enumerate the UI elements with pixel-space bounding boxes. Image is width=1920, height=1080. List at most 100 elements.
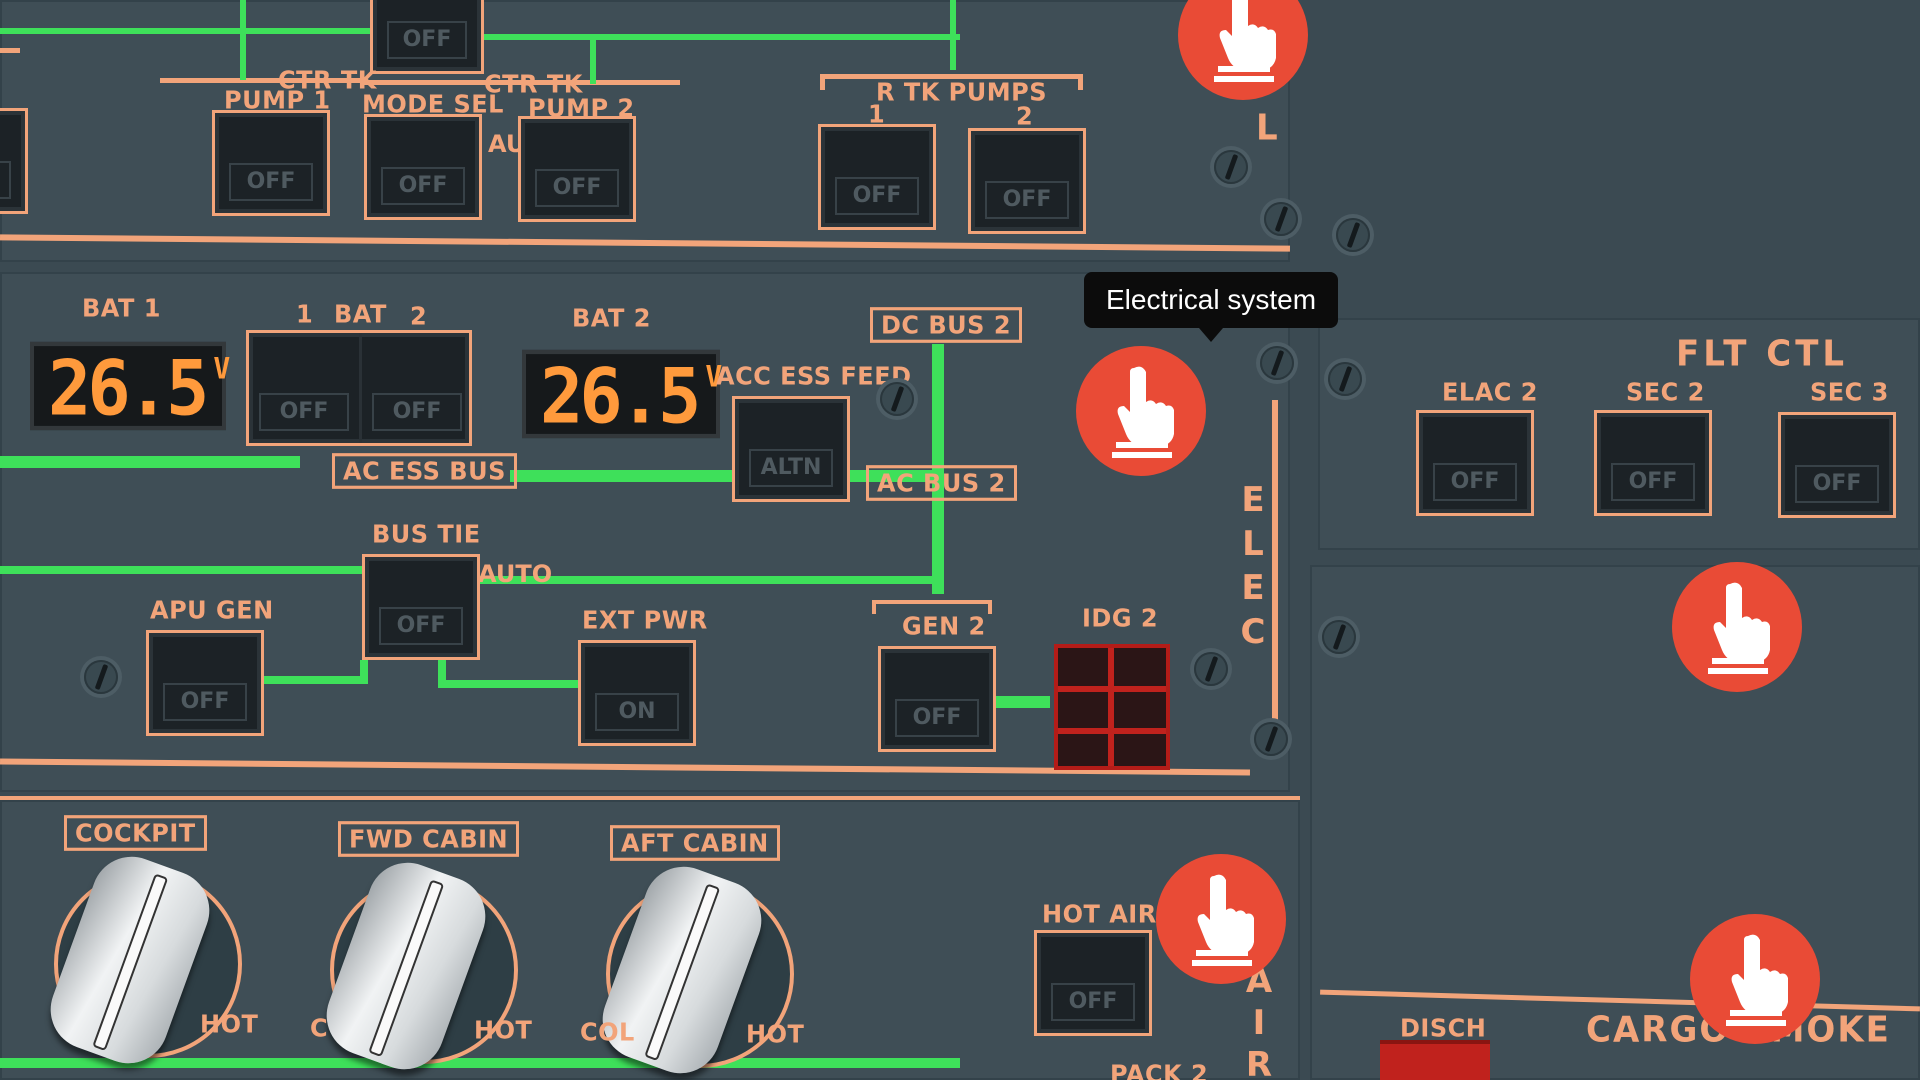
press-finger-icon (1112, 366, 1174, 458)
panel-screw (1264, 202, 1298, 236)
ext-pwr-button[interactable]: ON (578, 640, 696, 746)
press-finger-icon (1214, 0, 1276, 82)
guard-bar (1058, 686, 1166, 692)
bat-label: BAT (334, 299, 387, 329)
ext-pwr-label: EXT PWR (582, 605, 708, 635)
sec3-button[interactable]: OFF (1778, 412, 1896, 518)
press-finger-icon (1192, 874, 1254, 966)
ctr-tk-mode-sel-top-button[interactable]: OFF (370, 0, 484, 74)
off-legend: OFF (381, 167, 465, 205)
fuel-feed-line (0, 28, 380, 34)
hotspot-cargo-smoke[interactable] (1690, 914, 1820, 1044)
left-edge-pump-button[interactable]: OFF (0, 108, 28, 214)
bat2-voltage-unit: V (705, 359, 723, 394)
elec-side-border (1272, 400, 1278, 720)
bat1-button[interactable]: OFF (249, 333, 359, 443)
fwd-cabin-hot-label: HOT (474, 1015, 533, 1045)
ctr-tk-pump1-button[interactable]: OFF (212, 110, 330, 216)
sec2-button[interactable]: OFF (1594, 410, 1712, 516)
air-line (0, 1058, 960, 1068)
bus-line (932, 344, 944, 594)
off-legend: OFF (1433, 463, 1517, 501)
off-legend: OFF (985, 181, 1069, 219)
bus-line (438, 660, 446, 688)
fuel-feed-line (240, 0, 246, 80)
off-legend: OFF (379, 607, 463, 645)
acc-ess-feed-button[interactable]: ALTN (732, 396, 850, 502)
panel-screw (1194, 652, 1228, 686)
apu-gen-button[interactable]: OFF (146, 630, 264, 736)
sec3-label: SEC 3 (1810, 377, 1889, 407)
idg2-guarded-button[interactable] (1054, 644, 1170, 770)
bus-tie-button[interactable]: OFF (362, 554, 480, 660)
bat-2-number: 2 (410, 301, 428, 331)
panel-screw (1328, 362, 1362, 396)
bus-tie-label: BUS TIE (372, 519, 481, 549)
air-panel-top-line (0, 796, 1300, 800)
r-tk-pump2-button[interactable]: OFF (968, 128, 1086, 234)
elac2-label: ELAC 2 (1442, 377, 1538, 407)
press-finger-icon (1708, 582, 1770, 674)
bat-1-number: 1 (296, 299, 314, 329)
r-tk-pump1-button[interactable]: OFF (818, 124, 936, 230)
bus-line (438, 680, 578, 688)
disch-guarded-button[interactable] (1380, 1040, 1490, 1080)
auto-vertical-label: AUTO (488, 130, 562, 158)
off-legend: OFF (1611, 463, 1695, 501)
r-tk-pumps-label: R TK PUMPS (876, 77, 1047, 107)
bat1-voltage-unit: V (213, 351, 231, 386)
mode-sel-button[interactable]: OFF (364, 114, 482, 220)
side-letter-l: L (1256, 107, 1279, 149)
hot-air-button[interactable]: OFF (1034, 930, 1152, 1036)
off-legend: OFF (387, 21, 467, 59)
ac-ess-bus-label: AC ESS BUS (332, 453, 517, 489)
bat2-button[interactable]: OFF (359, 333, 472, 443)
ctr-tk-pump2-button[interactable]: OFF (518, 116, 636, 222)
off-legend: OFF (1795, 465, 1879, 503)
bat2-voltage-value: 26.5 (540, 352, 701, 441)
gen2-bracket (872, 600, 876, 614)
bat2-label: BAT 2 (572, 303, 651, 333)
apu-gen-label: APU GEN (150, 595, 274, 625)
off-legend: OFF (0, 161, 11, 199)
on-legend: ON (595, 693, 679, 731)
hotspot-fuel[interactable] (1178, 0, 1308, 100)
elec-vertical-label: ELEC (1240, 480, 1266, 652)
hotspot-flt-ctl[interactable] (1672, 562, 1802, 692)
sec2-label: SEC 2 (1626, 377, 1705, 407)
panel-screw (1322, 620, 1356, 654)
off-legend: OFF (1051, 983, 1135, 1021)
ctr-tk-pump1-label-line2: PUMP 1 (224, 85, 331, 115)
fuel-line (1078, 74, 1083, 90)
off-legend: OFF (229, 163, 313, 201)
fuel-feed-line (590, 34, 596, 84)
elac2-button[interactable]: OFF (1416, 410, 1534, 516)
fuel-line (820, 74, 825, 90)
fuel-line (0, 48, 20, 53)
hotspot-electrical-system[interactable] (1076, 346, 1206, 476)
ctr-tk-pump2-label-line1: CTR TK (484, 69, 583, 99)
aft-cabin-label: AFT CABIN (610, 825, 780, 861)
panel-screw (880, 382, 914, 416)
gen2-button[interactable]: OFF (878, 646, 996, 752)
bus-tie-auto-label: AUTO (478, 560, 552, 588)
panel-screw (1260, 346, 1294, 380)
off-legend: OFF (895, 699, 979, 737)
mode-sel-label: MODE SEL (362, 89, 504, 119)
bus-line (986, 696, 1050, 708)
pack2-label: PACK 2 (1110, 1059, 1209, 1080)
disch-label: DISCH (1400, 1013, 1487, 1043)
hotspot-tooltip: Electrical system (1084, 272, 1339, 342)
ctr-tk-pump1-label-line1: CTR TK (278, 65, 377, 95)
bus-line (470, 576, 940, 584)
off-legend: OFF (372, 393, 462, 431)
panel-screw (1214, 150, 1248, 184)
hotspot-air[interactable] (1156, 854, 1286, 984)
gen2-bracket (988, 600, 992, 614)
panel-screw (1254, 722, 1288, 756)
bus-line (254, 676, 366, 684)
idg2-label: IDG 2 (1082, 603, 1159, 633)
